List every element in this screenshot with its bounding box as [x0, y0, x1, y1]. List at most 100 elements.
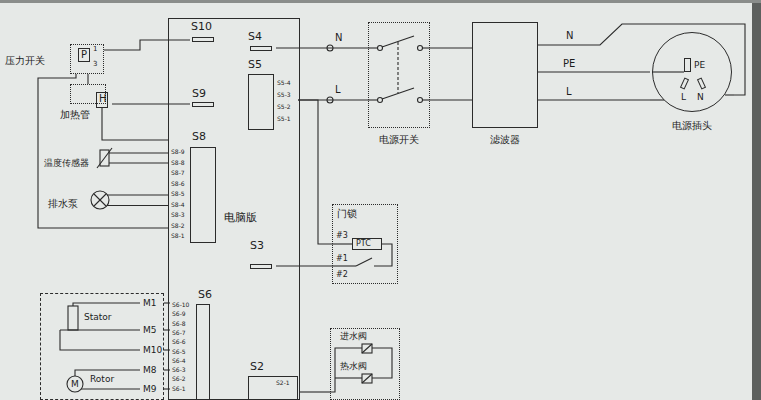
wire — [368, 47, 378, 48]
node-text: S2-1 — [276, 380, 290, 387]
node-text: S5 — [248, 59, 262, 72]
node-text: S10 — [191, 21, 212, 34]
wire — [430, 47, 472, 48]
node-text: S8-6 — [171, 181, 185, 188]
node-text: PE — [694, 60, 705, 70]
wire — [422, 99, 430, 100]
wire-label: L — [565, 86, 573, 98]
wire — [430, 99, 472, 100]
frame-edge — [0, 0, 761, 3]
node-text: 1 — [93, 45, 97, 53]
node-text: S6-6 — [172, 339, 186, 346]
outline — [697, 77, 706, 89]
pressure-switch: 压力开关P13 — [5, 44, 104, 74]
node-text: H — [99, 93, 107, 105]
door-lock: 门锁#3#1#2PTC — [332, 204, 398, 284]
node-text: S8 — [192, 131, 206, 144]
switch-contact — [418, 98, 423, 103]
valve-coil — [362, 344, 372, 353]
node-text: 滤波器 — [490, 134, 520, 146]
node-text: S6-4 — [172, 358, 186, 365]
motor-box: M1M5M10M8M9StatorMRotor — [40, 293, 164, 400]
wire — [164, 349, 170, 350]
wire — [104, 40, 190, 50]
wire — [538, 71, 650, 72]
rotor-symbol — [67, 376, 83, 392]
node-text: S6-8 — [172, 321, 186, 328]
node-text: 3 — [93, 60, 97, 68]
node-text: S5-1 — [277, 116, 291, 123]
node-text: S8-4 — [171, 202, 185, 209]
wire — [332, 243, 352, 244]
node-text: S5-2 — [277, 104, 291, 111]
node-text: M9 — [143, 384, 157, 394]
node-text: S6-5 — [172, 349, 186, 356]
node-text: S8-7 — [171, 170, 185, 177]
node-text: Rotor — [90, 374, 114, 384]
node-text: S6-1 — [172, 386, 186, 393]
outline — [168, 18, 300, 400]
connector-s10: S10 — [190, 20, 218, 44]
pump-symbol — [94, 194, 106, 206]
wire — [652, 71, 684, 72]
wire — [332, 265, 356, 266]
node-text: S8-9 — [171, 149, 185, 156]
connector-s4: S4 — [246, 30, 276, 54]
node-text: S3 — [250, 240, 264, 253]
node-text: 热水阀 — [340, 361, 367, 371]
wire — [81, 388, 140, 389]
node-text: 门锁 — [337, 208, 357, 220]
outline — [250, 46, 272, 51]
stator-winding — [68, 306, 78, 330]
node-text: Stator — [84, 312, 112, 322]
power-plug: PELN电源插头 — [650, 30, 734, 134]
node-text: S8-8 — [171, 160, 185, 167]
wire — [372, 348, 392, 378]
wire — [276, 265, 332, 266]
switch-contact — [418, 46, 423, 51]
node-text: #3 — [336, 231, 348, 240]
node-text: 电源开关 — [379, 134, 419, 146]
filter-box: 滤波器 — [472, 22, 538, 147]
wire — [87, 74, 88, 84]
wire — [107, 205, 168, 206]
node-text: S6-7 — [172, 330, 186, 337]
switch-blade — [382, 36, 414, 47]
wire — [276, 47, 368, 48]
wire-label: L — [334, 84, 342, 96]
node-text: M10 — [143, 345, 162, 355]
valve-coil — [362, 374, 372, 383]
wire — [538, 24, 745, 95]
node-text: P — [81, 49, 87, 61]
water-valve-box: 进水阀热水阀 — [330, 328, 400, 400]
outline — [196, 304, 210, 400]
connector-s6: S6S6-10S6-9S6-8S6-7S6-6S6-5S6-4S6-3S6-2S… — [170, 288, 214, 400]
switch-linkage — [397, 42, 398, 93]
outline — [684, 58, 691, 72]
wire — [60, 330, 140, 350]
sensor-symbol — [97, 148, 112, 168]
wire — [60, 329, 140, 330]
heater: H 加热管 — [60, 84, 112, 122]
ptc-element: PTC — [352, 238, 382, 250]
wire-label: N — [565, 30, 574, 42]
node-text: S8-2 — [171, 223, 185, 230]
outline-circle — [652, 32, 732, 112]
outline — [472, 22, 538, 128]
node-text: 加热管 — [60, 109, 90, 121]
wire — [164, 388, 170, 389]
connector-s5: S5S5-4S5-3S5-2S5-1 — [246, 58, 298, 134]
wire — [650, 99, 664, 100]
node-text: S6-10 — [172, 302, 189, 309]
part-label: 排水泵 — [48, 198, 78, 210]
node-text: 进水阀 — [340, 331, 367, 341]
outline — [192, 102, 214, 107]
node-text: M8 — [143, 365, 157, 375]
node-text: S6-2 — [172, 376, 186, 383]
connector-s9: S9 — [190, 88, 216, 108]
wire — [38, 74, 168, 228]
outline — [250, 264, 272, 269]
node-text: S6 — [198, 289, 212, 302]
node-text: #1 — [336, 254, 348, 263]
wire — [164, 302, 170, 303]
